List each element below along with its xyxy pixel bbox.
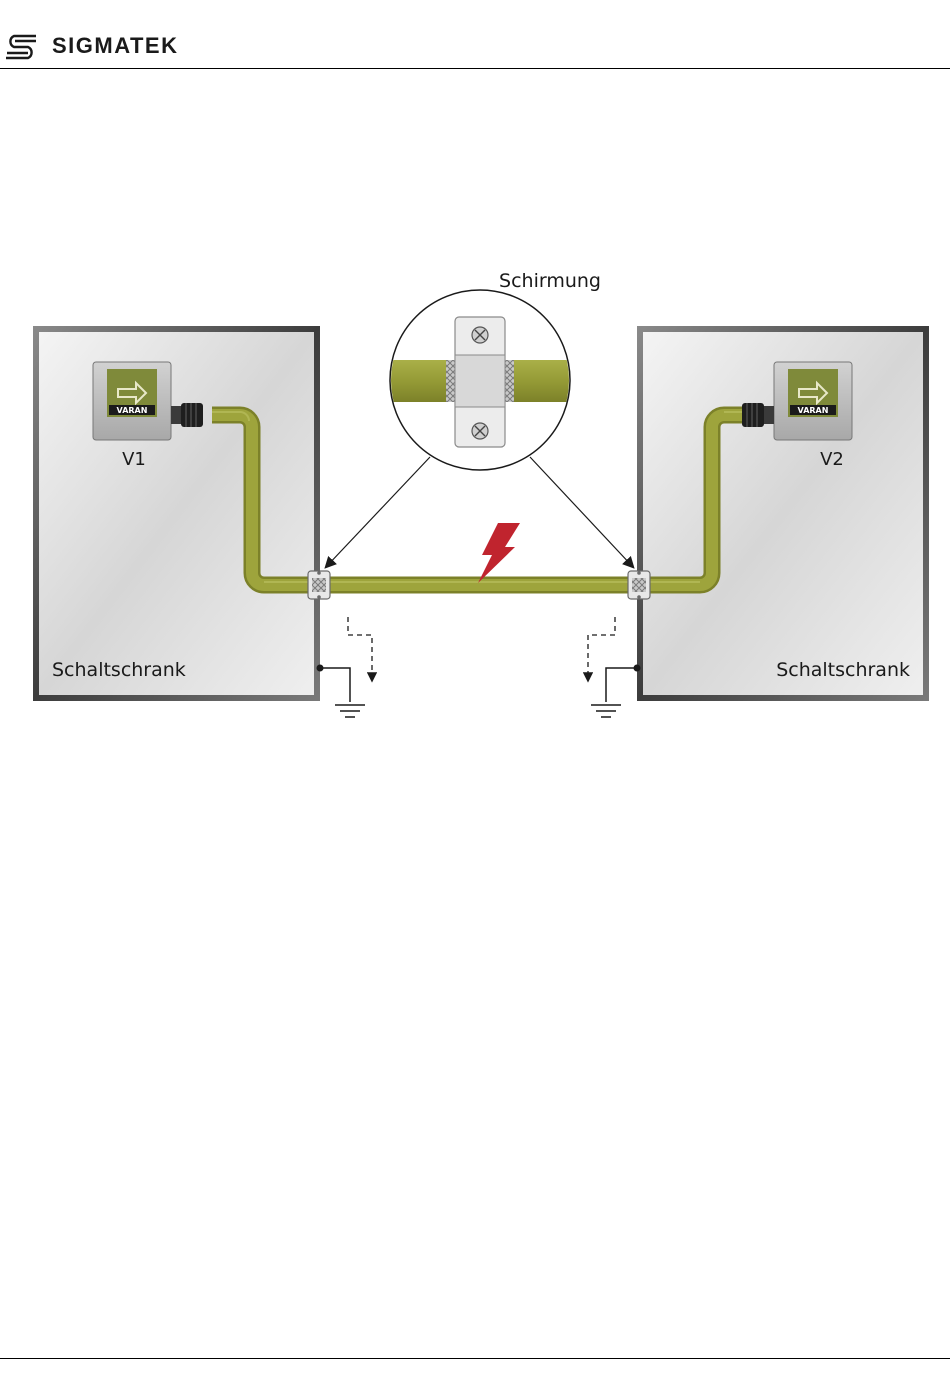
page-header: SIGMATEK [0,0,950,70]
header-divider [0,68,950,69]
shield-label: Schirmung [499,270,601,292]
device-v2-label: V2 [820,449,844,470]
device-v2-badge: VARAN [798,406,829,415]
ground-right [588,617,641,717]
cabinet-left [33,326,320,701]
cabinet-right-label: Schaltschrank [776,659,910,681]
device-v1-badge: VARAN [117,406,148,415]
sigmatek-logo-icon [4,33,40,61]
pointer-arrow-left [326,457,430,567]
ground-left [317,617,373,717]
shield-detail-magnifier: Schirmung [388,270,601,470]
cabinet-left-label: Schaltschrank [52,659,186,681]
device-v1-label: V1 [122,449,146,470]
pointer-arrow-right [530,457,633,567]
shield-clamp-left [308,571,330,599]
shield-clamp-right [628,571,650,599]
lightning-icon [478,523,520,583]
footer-divider [0,1358,950,1359]
brand-name: SIGMATEK [52,33,178,59]
shielding-diagram: VARAN VARAN [0,255,950,735]
